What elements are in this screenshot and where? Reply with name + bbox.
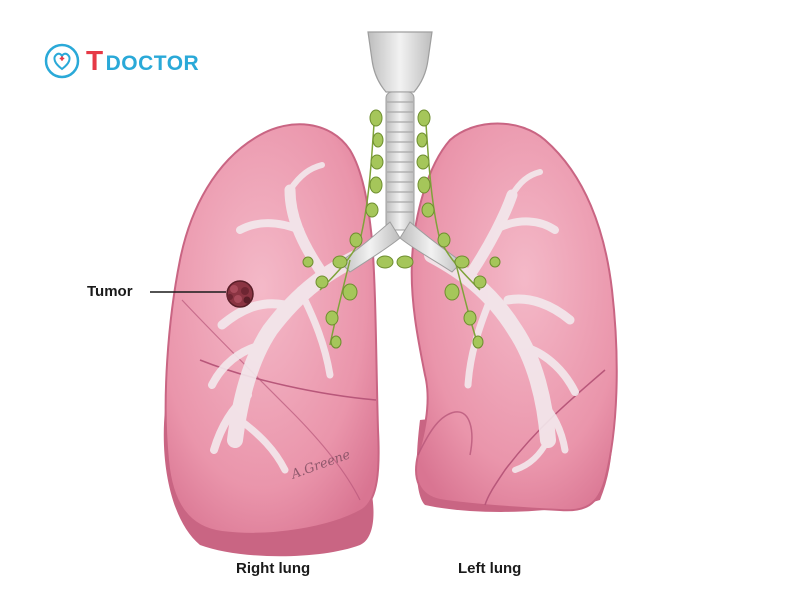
left-lung [410, 122, 618, 512]
left-lung-cardiac-notch [417, 411, 473, 456]
lymph-nodes [302, 109, 501, 349]
tdoctor-logo: T DOCTOR [44, 42, 199, 80]
lymph-vessels [319, 109, 481, 346]
brand-name: T DOCTOR [86, 47, 199, 75]
trachea-rings [387, 101, 413, 213]
left-lung-label: Left lung [458, 560, 522, 577]
right-lung [163, 123, 380, 557]
right-lung-label: Right lung [236, 560, 311, 577]
brand-initial: T [86, 45, 104, 76]
heart-stethoscope-icon [44, 43, 80, 79]
tumor-mass [226, 280, 254, 308]
right-lung-fissure-horizontal [199, 359, 377, 401]
right-bronchi [208, 162, 370, 474]
larynx [367, 31, 433, 93]
main-bronchus-right [339, 221, 401, 273]
tumor-label: Tumor [87, 283, 133, 300]
trachea [339, 31, 463, 273]
trachea-tube [385, 91, 415, 231]
right-lung-fissure-oblique [181, 299, 361, 501]
brand-suffix: DOCTOR [105, 52, 200, 75]
